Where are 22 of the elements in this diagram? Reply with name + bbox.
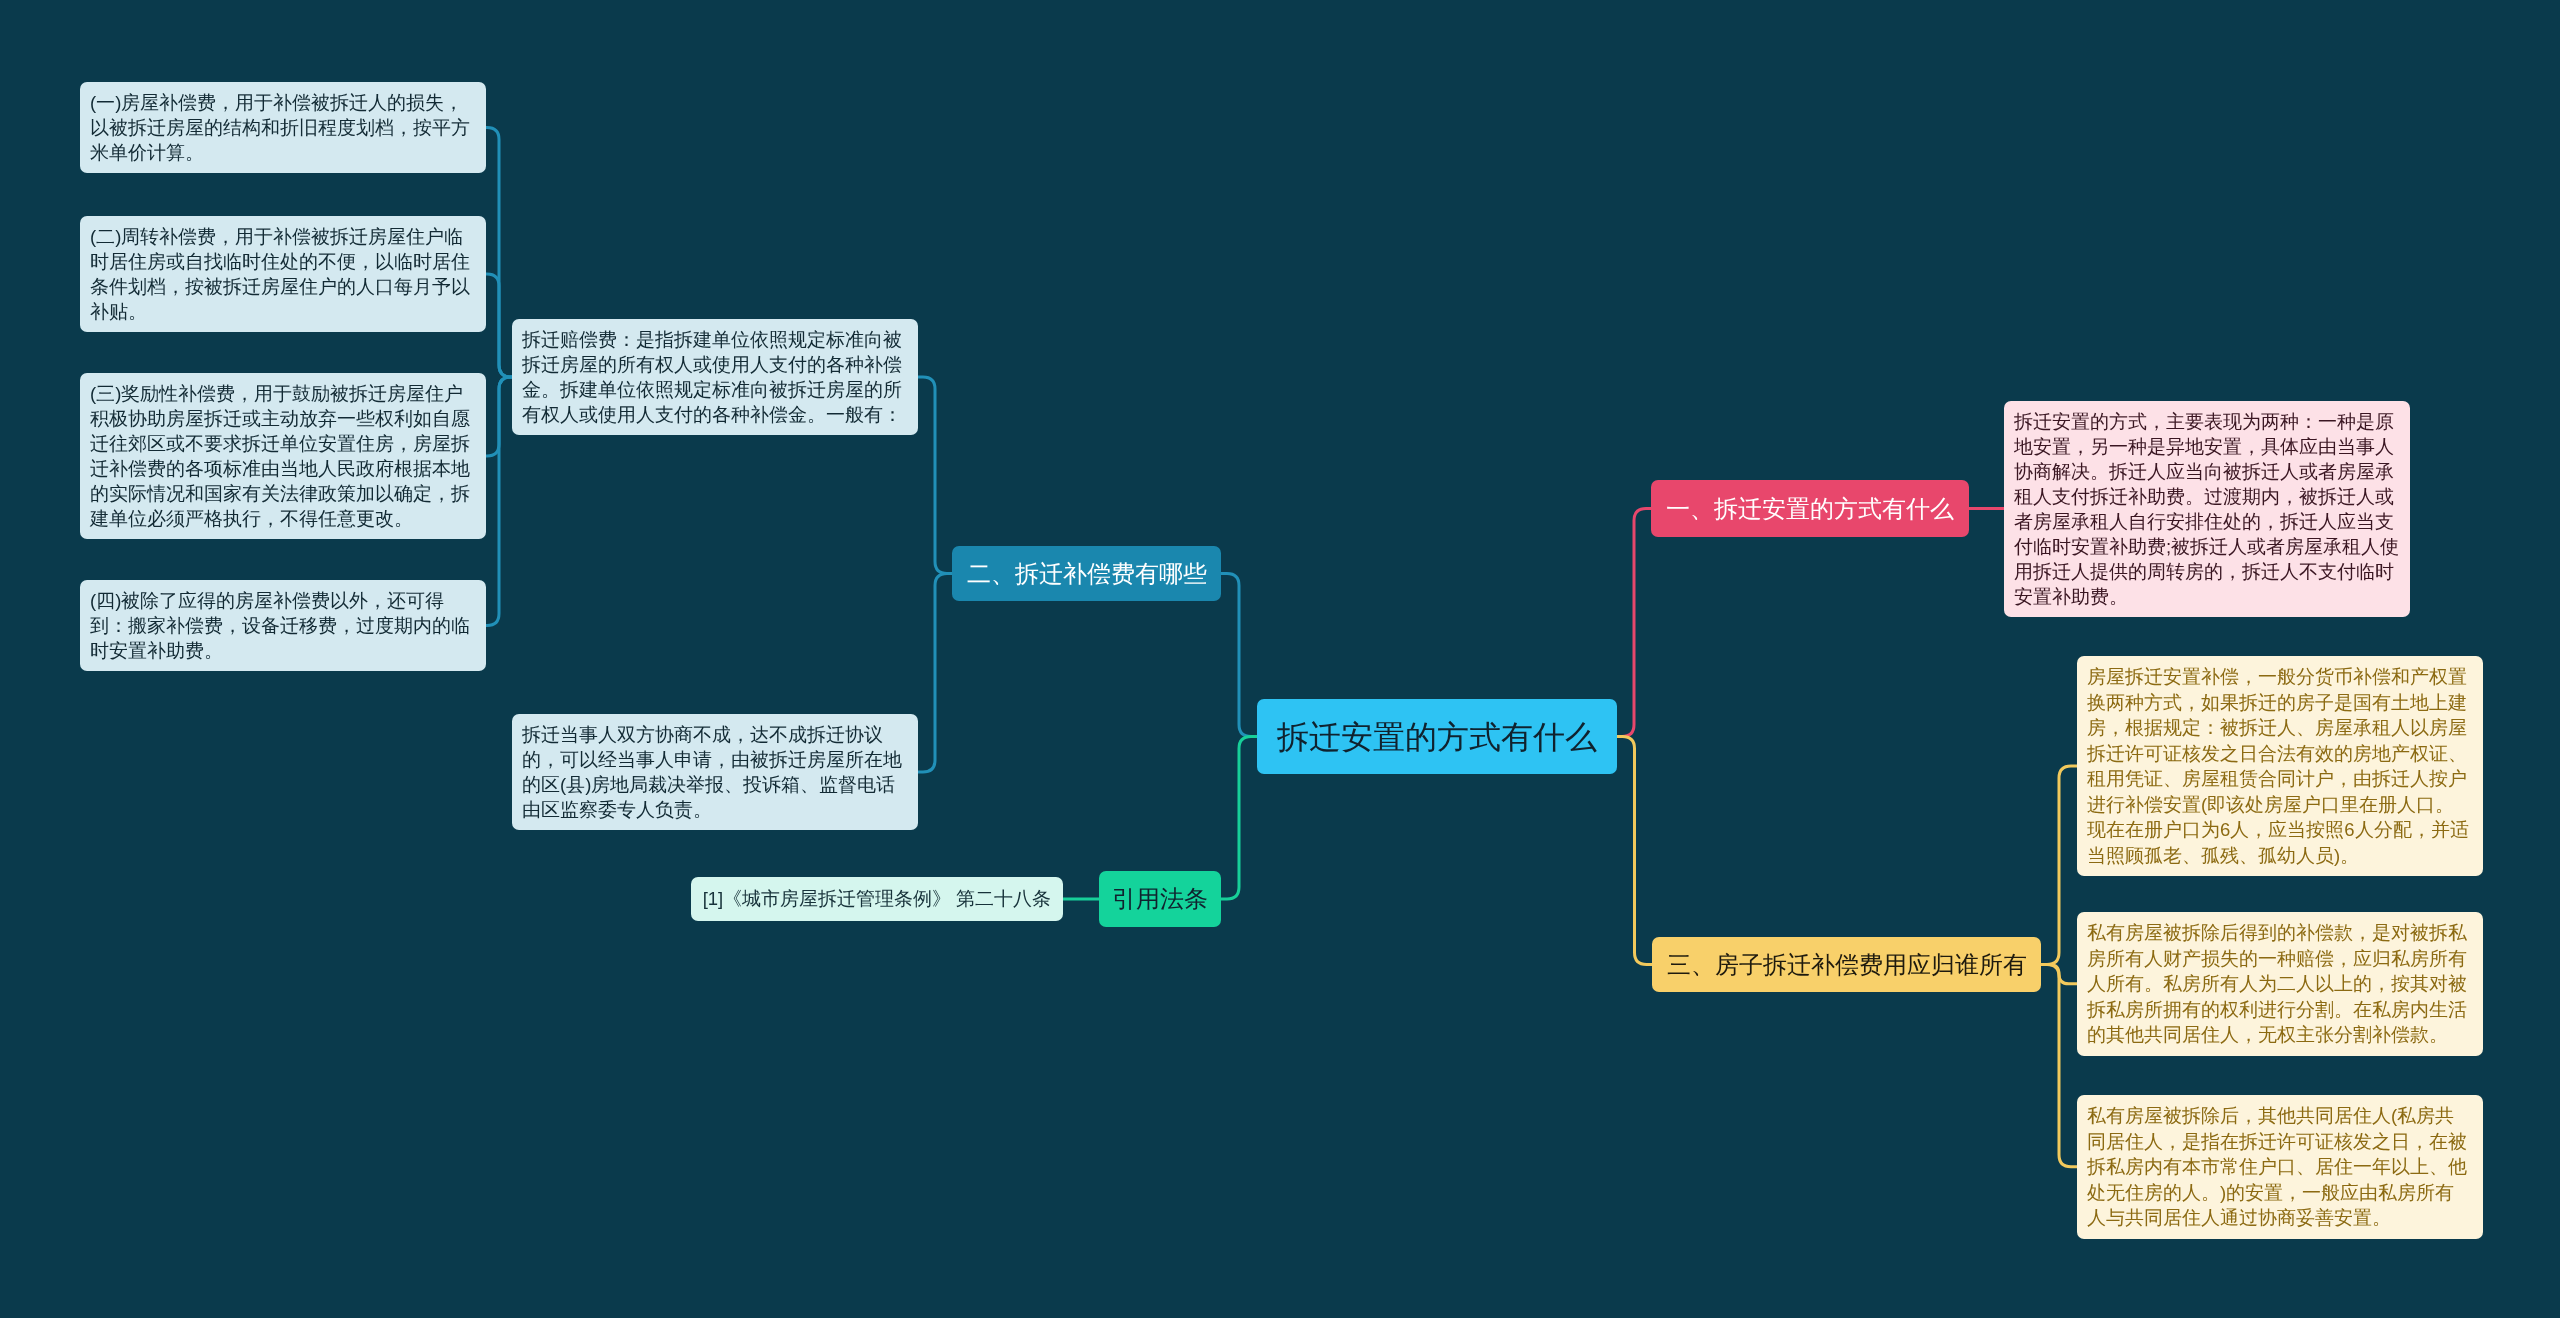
- reference-box: [1]《城市房屋拆迁管理条例》 第二十八条: [691, 877, 1063, 921]
- note-box: (四)被除了应得的房屋补偿费以外，还可得到：搬家补偿费，设备迁移费，过度期内的临时安置补助费。: [80, 580, 486, 671]
- note-box: (二)周转补偿费，用于补偿被拆迁房屋住户临时居住房或自找临时住处的不便，以临时居住条件划档，按被拆迁房屋住户的人口每月予以补贴。: [80, 216, 486, 332]
- connector-line: [1063, 897, 1099, 901]
- note-box: 拆迁赔偿费：是指拆建单位依照规定标准向被拆迁房屋的所有权人或使用人支付的各种补偿金。拆建单位依照规定标准向被拆迁房屋的所有权人或使用人支付的各种补偿金。一般有：: [512, 319, 918, 435]
- connector-line: [485, 272, 513, 379]
- note-box: 私有房屋被拆除后得到的补偿款，是对被拆私房所有人财产损失的一种赔偿，应归私房所有人所有。私房所有人为二人以上的，按其对被拆私房所拥有的权利进行分割。在私房内生活的其他共同居住人，无权主张分割补偿款。: [2077, 912, 2483, 1056]
- central-topic-box: 拆迁安置的方式有什么: [1257, 699, 1617, 774]
- topic-box: 三、房子拆迁补偿费用应归谁所有: [1652, 937, 2041, 992]
- connector-line: [2041, 963, 2077, 1169]
- note-box: 房屋拆迁安置补偿，一般分货币补偿和产权置换两种方式，如果拆迁的房子是国有土地上建房，根据规定：被拆迁人、房屋承租人以房屋拆迁许可证核发之日合法有效的房地产权证、租用凭证、房屋租赁合同计户，由拆迁人按户进行补偿安置(即该处房屋户口里在册人口。现在在册户口为6人，应当按照6人分配，并适当照顾孤老、孤残、孤幼人员)。: [2077, 656, 2483, 876]
- topic-box: 二、拆迁补偿费有哪些: [952, 546, 1221, 601]
- note-box: (三)奖励性补偿费，用于鼓励被拆迁房屋住户积极协助房屋拆迁或主动放弃一些权利如自愿迁往郊区或不要求拆迁单位安置住房，房屋拆迁补偿费的各项标准由当地人民政府根据本地的实际情况和国家有关法律政策加以确定，拆建单位必须严格执行，不得任意更改。: [80, 373, 486, 539]
- note-box: 拆迁当事人双方协商不成，达不成拆迁协议的，可以经当事人申请，由被拆迁房屋所在地的区(县)房地局裁决举报、投诉箱、监督电话由区监察委专人负责。: [512, 714, 918, 830]
- note-box: 拆迁安置的方式，主要表现为两种：一种是原地安置，另一种是异地安置，具体应由当事人协商解决。拆迁人应当向被拆迁人或者房屋承租人支付拆迁补助费。过渡期内，被拆迁人或者房屋承租人自行安排住处的，拆迁人应当支付临时安置补助费;被拆迁人或者房屋承租人使用拆迁人提供的周转房的，拆迁人不支付临时安置补助费。: [2004, 401, 2410, 617]
- connector-line: [1221, 735, 1257, 901]
- connector-line: [1969, 507, 2004, 510]
- note-box: 私有房屋被拆除后，其他共同居住人(私房共同居住人，是指在拆迁许可证核发之日，在被拆私房内有本市常住户口、居住一年以上、他处无住房的人。)的安置，一般应由私房所有人与共同居住人通过协商妥善安置。: [2077, 1095, 2483, 1239]
- note-box: (一)房屋补偿费，用于补偿被拆迁人的损失，以被拆迁房屋的结构和折旧程度划档，按平方米单价计算。: [80, 82, 486, 173]
- topic-box: 引用法条: [1099, 871, 1221, 927]
- topic-box: 一、拆迁安置的方式有什么: [1651, 480, 1969, 537]
- connector-line: [485, 375, 513, 627]
